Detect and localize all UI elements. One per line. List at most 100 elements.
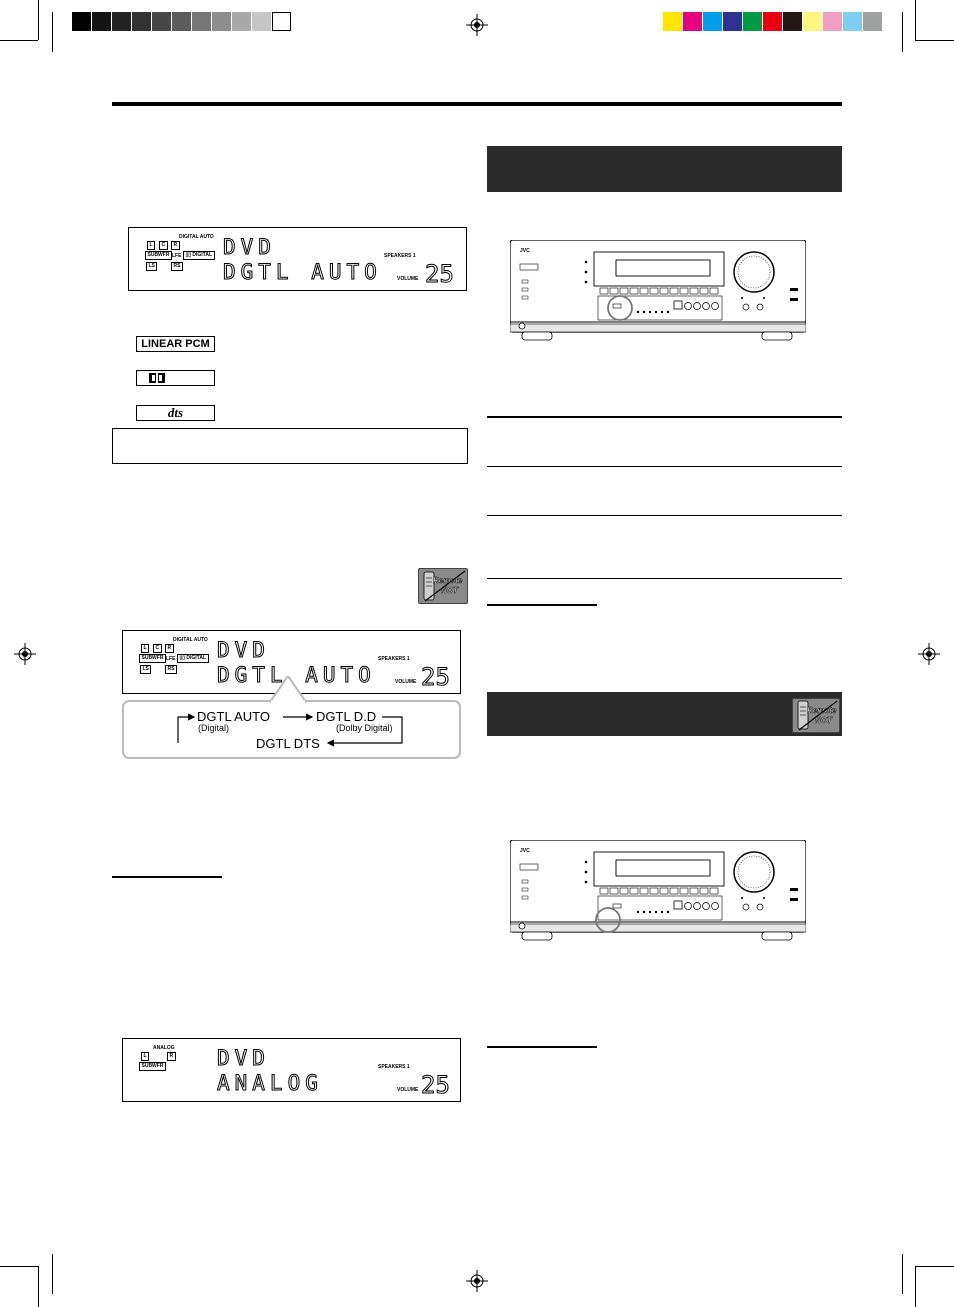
digital-label: DIGITAL	[186, 655, 207, 661]
channel-l: L	[141, 644, 150, 653]
remote-not-badge: Remote NOT	[418, 568, 468, 604]
receiver-front-panel-illustration: JVC	[509, 239, 807, 342]
speakers-indicator: SPEAKERS 1	[384, 253, 416, 259]
gray-swatch	[212, 12, 231, 31]
receiver-drawing: JVC	[509, 239, 807, 341]
channel-rs: RS	[165, 665, 177, 674]
crop-mark	[52, 12, 53, 52]
svg-text:JVC: JVC	[520, 848, 530, 854]
linear-pcm-logo: LINEAR PCM	[136, 336, 215, 352]
crop-mark	[902, 12, 903, 52]
display-source: DVD	[217, 1046, 270, 1070]
registration-mark-icon	[466, 14, 488, 36]
gray-swatch	[272, 12, 291, 31]
sequence-dgtl-dd-sub: (Dolby Digital)	[336, 723, 393, 733]
color-swatch	[683, 12, 702, 31]
color-swatch	[783, 12, 802, 31]
lcd-display-digital-auto: DIGITAL AUTO L C R SUBWFR LFE ▯▯ DIGITAL…	[128, 227, 467, 291]
dolby-icon: ▯▯	[185, 252, 193, 258]
receiver-drawing: JVC	[509, 839, 807, 941]
section-heading-bar	[487, 146, 842, 192]
display-mode: DGTL AUTO	[217, 663, 376, 687]
callout-pointer	[270, 676, 306, 703]
receiver-front-panel-illustration: JVC	[509, 839, 807, 942]
color-swatch	[663, 12, 682, 31]
crop-mark	[915, 1266, 954, 1267]
table-rule	[487, 466, 842, 467]
table-rule	[487, 416, 842, 418]
remote-not-badge: Remote NOT	[792, 698, 840, 733]
crop-mark	[0, 1266, 38, 1267]
header-rule	[112, 102, 842, 106]
channel-lfe: LFE	[166, 656, 176, 662]
color-swatch	[763, 12, 782, 31]
channel-subwfr: SUBWFR	[139, 1062, 166, 1071]
channel-r: R	[171, 241, 180, 250]
display-source: DVD	[217, 638, 270, 662]
volume-label: VOLUME	[395, 679, 417, 685]
sequence-dgtl-dd: DGTL D.D	[316, 709, 377, 724]
channel-c: C	[153, 644, 162, 653]
sequence-dgtl-auto-sub: (Digital)	[198, 723, 230, 733]
crop-mark	[38, 0, 39, 40]
sequence-arrows	[177, 713, 403, 747]
gray-swatch	[72, 12, 91, 31]
crop-mark	[0, 40, 38, 41]
volume-label: VOLUME	[397, 1087, 419, 1093]
mode-indicator: DIGITAL AUTO	[179, 234, 214, 240]
registration-mark-icon	[918, 643, 940, 665]
dolby-icon	[149, 373, 165, 383]
channel-c: C	[159, 241, 168, 250]
gray-swatch	[232, 12, 251, 31]
gray-swatch	[172, 12, 191, 31]
sequence-dgtl-auto: DGTL AUTO	[197, 709, 270, 724]
crop-mark	[915, 1266, 916, 1307]
crop-mark	[915, 40, 954, 41]
volume-value: 25	[425, 260, 455, 288]
subheading-rule	[112, 876, 222, 878]
dts-logo: dts	[136, 405, 215, 421]
display-mode: ANALOG	[217, 1071, 323, 1095]
color-swatch	[823, 12, 842, 31]
display-source: DVD	[223, 235, 276, 259]
cross-out-icon	[424, 570, 466, 602]
color-swatch	[723, 12, 742, 31]
color-swatch	[743, 12, 762, 31]
channel-subwfr: SUBWFR	[145, 251, 172, 260]
subheading-rule	[487, 604, 597, 606]
channel-subwfr: SUBWFR	[139, 654, 166, 663]
volume-value: 25	[421, 663, 451, 691]
remote-label: Remote	[807, 706, 837, 716]
table-rule	[487, 515, 842, 516]
volume-value: 25	[421, 1071, 451, 1099]
gray-swatch	[252, 12, 271, 31]
not-label: NOT	[815, 716, 832, 726]
cross-out-icon	[798, 700, 838, 731]
remote-control-icon	[423, 571, 435, 601]
dolby-icon: ▯▯	[179, 655, 187, 661]
remote-control-icon	[797, 700, 809, 730]
gray-swatch	[112, 12, 131, 31]
display-mode: DGTL AUTO	[223, 260, 382, 284]
registration-mark-icon	[466, 1270, 488, 1292]
crop-mark	[52, 1254, 53, 1294]
digital-indicator: ▯▯ DIGITAL	[177, 654, 209, 663]
dolby-digital-logo	[136, 370, 215, 386]
digital-indicator: ▯▯ DIGITAL	[183, 251, 215, 260]
color-swatch	[863, 12, 882, 31]
speakers-indicator: SPEAKERS 1	[378, 1064, 410, 1070]
channel-l: L	[147, 241, 156, 250]
channel-lfe: LFE	[172, 253, 182, 259]
subheading-rule	[487, 1046, 597, 1048]
gray-swatch	[132, 12, 151, 31]
gray-swatch	[192, 12, 211, 31]
mode-indicator: ANALOG	[153, 1045, 175, 1051]
channel-rs: RS	[171, 262, 183, 271]
channel-r: R	[165, 644, 174, 653]
svg-text:JVC: JVC	[520, 248, 530, 254]
channel-l: L	[141, 1052, 150, 1061]
gray-swatch	[152, 12, 171, 31]
volume-label: VOLUME	[397, 276, 419, 282]
speakers-indicator: SPEAKERS 1	[378, 656, 410, 662]
section-heading-bar	[487, 692, 842, 736]
